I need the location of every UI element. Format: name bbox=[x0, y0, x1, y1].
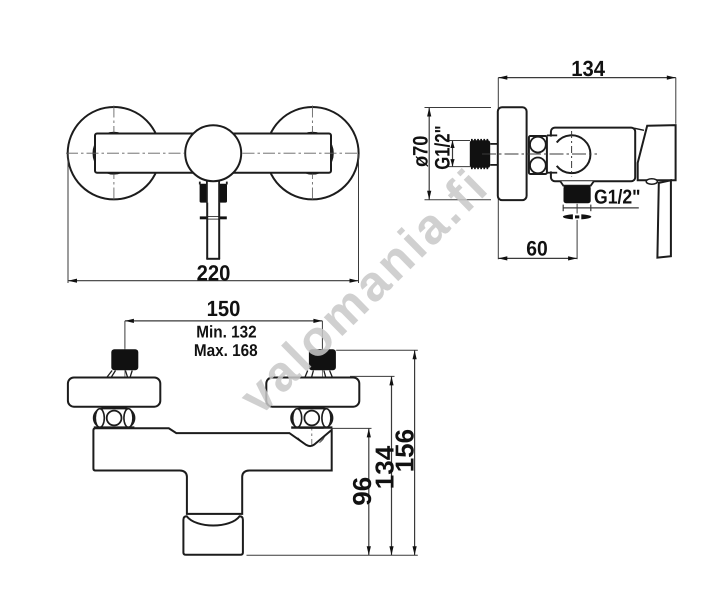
svg-text:ø70: ø70 bbox=[409, 136, 432, 167]
svg-text:G1/2": G1/2" bbox=[594, 187, 641, 209]
svg-text:150: 150 bbox=[207, 296, 241, 321]
svg-text:134: 134 bbox=[369, 445, 399, 489]
svg-text:60: 60 bbox=[526, 238, 547, 261]
svg-text:Min. 132: Min. 132 bbox=[196, 323, 256, 342]
svg-text:96: 96 bbox=[347, 477, 377, 506]
svg-text:220: 220 bbox=[197, 260, 231, 285]
svg-text:156: 156 bbox=[390, 429, 420, 472]
svg-text:G1/2": G1/2" bbox=[431, 125, 454, 169]
svg-text:Max. 168: Max. 168 bbox=[194, 341, 258, 360]
svg-text:134: 134 bbox=[571, 56, 605, 81]
